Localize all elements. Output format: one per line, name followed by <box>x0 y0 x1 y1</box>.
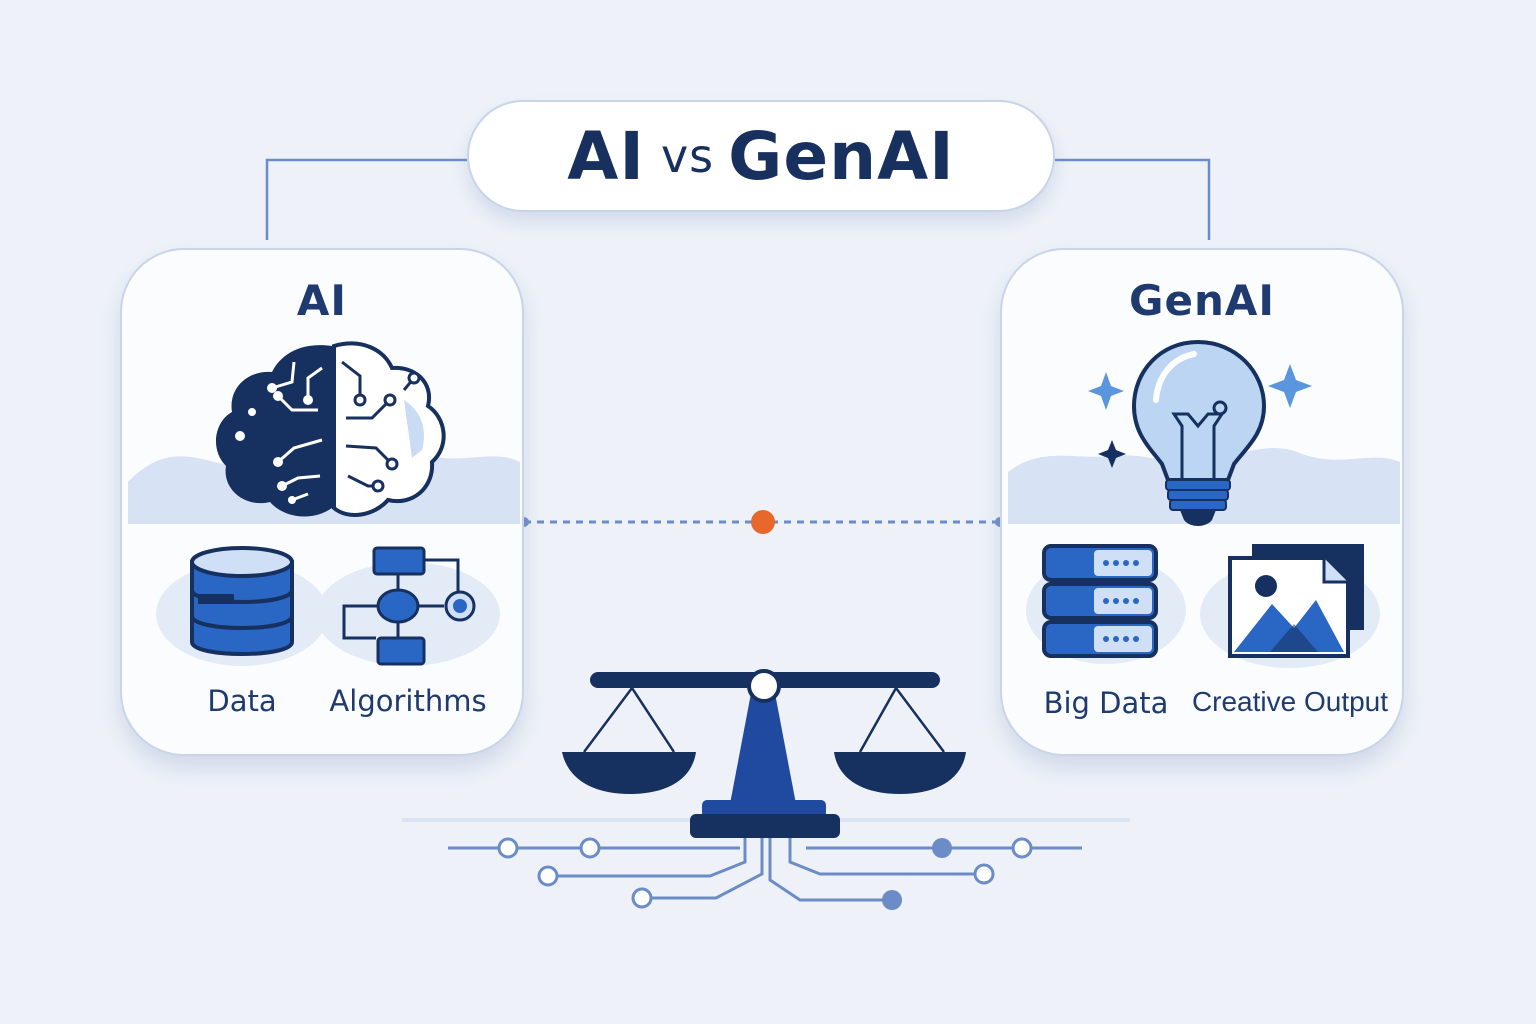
ai-panel-title: AI <box>296 276 348 325</box>
title-left-connector <box>265 158 467 240</box>
ai-panel: AI Data Algorithms <box>120 248 524 756</box>
big-data-label: Big Data <box>1043 686 1169 720</box>
title-vs-text: vs <box>660 129 715 183</box>
server-stack-icon <box>1042 544 1158 658</box>
algorithms-label: Algorithms <box>329 684 487 718</box>
database-icon <box>190 546 294 656</box>
data-label: Data <box>207 684 277 718</box>
title-right-connector <box>1055 158 1211 240</box>
ai-panel-art <box>128 341 520 666</box>
ai-landscape-base <box>128 502 520 524</box>
center-accent-dot <box>751 510 775 534</box>
sparkle-icon-right <box>1268 364 1312 408</box>
creative-output-label: Creative Output <box>1191 686 1389 717</box>
sparkle-icon-small <box>1098 440 1126 468</box>
genai-panel-art <box>1008 339 1400 668</box>
image-icon <box>1228 544 1364 658</box>
brain-circuit-icon <box>215 341 446 517</box>
title-left-text: AI <box>567 117 645 195</box>
genai-panel: GenAI Big Data Creative Output <box>1000 248 1404 756</box>
flowchart-icon <box>342 546 476 666</box>
lightbulb-icon <box>1131 339 1267 526</box>
title-right-text: GenAI <box>728 117 955 195</box>
title-pill: AI vs GenAI <box>467 100 1055 212</box>
genai-panel-title: GenAI <box>1129 276 1275 325</box>
sparkle-icon-left <box>1088 372 1124 410</box>
